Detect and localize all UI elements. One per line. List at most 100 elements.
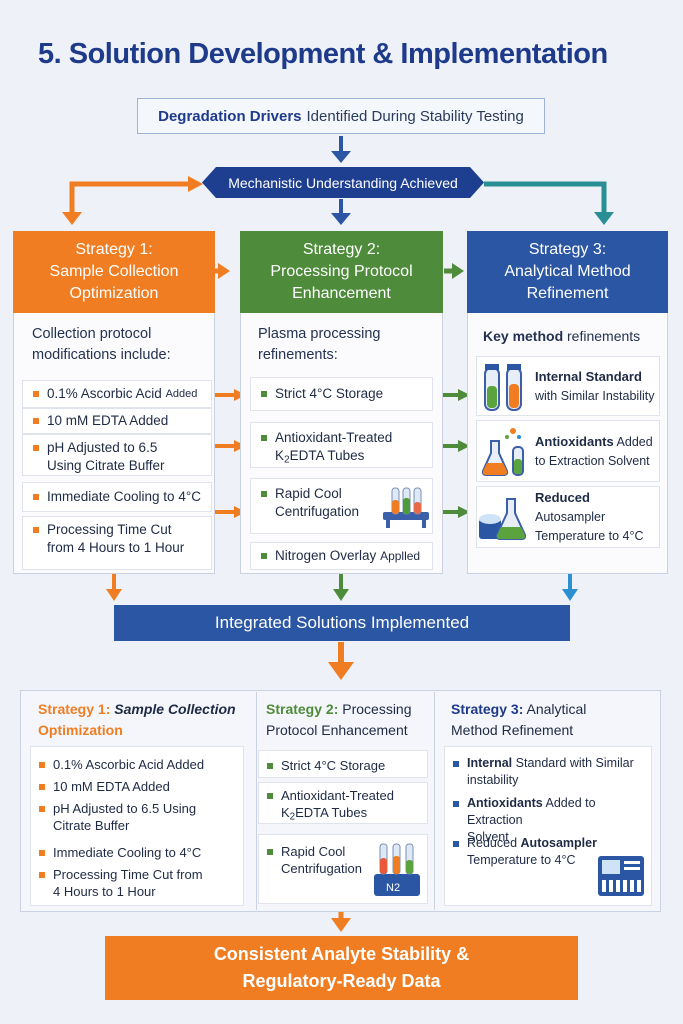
- bullet-icon: [33, 494, 39, 500]
- mechanistic-banner: Mechanistic Understanding Achieved: [202, 167, 484, 198]
- item-text: Antioxidant-Treated: [275, 430, 393, 445]
- strategy3-intro: Key method refinements: [483, 326, 663, 347]
- item-text-k: K: [281, 805, 290, 820]
- strategy3-intro-bold: Key method: [483, 328, 564, 344]
- sample-vials-icon: [484, 364, 522, 411]
- strategy1-item: 0.1% Ascorbic Acid Added: [22, 380, 212, 408]
- bullet-icon: [39, 806, 45, 812]
- bullet-icon: [261, 491, 267, 497]
- heading-a: Strategy 3:: [451, 701, 524, 717]
- strategy2-heading: Strategy 2: Processing Protocol Enhancem…: [240, 231, 443, 313]
- summary-item: 0.1% Ascorbic Acid Added: [39, 756, 243, 778]
- bullet-icon: [39, 762, 45, 768]
- item-text-sub: 2: [289, 811, 296, 823]
- item-text-line2: Centrifugation: [275, 504, 360, 519]
- item-text: Rapid Cool: [275, 486, 342, 501]
- summary-item: Processing Time Cut from 4 Hours to 1 Hou…: [39, 866, 243, 900]
- item-text: Added to Extraction: [467, 796, 596, 827]
- test-tube-rack-icon: [383, 487, 429, 528]
- item-text: with Similar Instability: [535, 388, 655, 403]
- item-text-line2: Solvent: [467, 830, 509, 844]
- strategy3-item: Antioxidants Added to Extraction Solvent: [476, 420, 660, 482]
- item-text: Processing Time Cut from: [53, 867, 203, 882]
- summary-item: Immediate Cooling to 4°C: [39, 844, 243, 866]
- item-tail: Added: [616, 434, 653, 449]
- item-text: 10 mM EDTA Added: [53, 779, 170, 794]
- strategy3-heading-line1: Strategy 3:: [528, 241, 607, 258]
- strategy1-heading-line1: Strategy 1:: [75, 241, 153, 258]
- strategy3-heading-line3: Refinement: [526, 285, 609, 302]
- bullet-icon: [453, 761, 459, 767]
- strategy1-heading-line2: Sample Collection: [49, 263, 179, 280]
- bullet-icon: [39, 784, 45, 790]
- item-bold: Autosampler: [520, 836, 597, 850]
- heading-a: Strategy 2:: [266, 701, 339, 717]
- item-text-line2: EDTA Tubes: [295, 805, 368, 820]
- summary-divider: [434, 692, 435, 910]
- summary-divider: [256, 692, 257, 910]
- autosampler-icon: [598, 856, 644, 896]
- strategy3-heading-line2: Analytical Method: [504, 263, 631, 280]
- strategy3-intro-rest: refinements: [567, 328, 641, 344]
- item-bold: Internal: [467, 756, 513, 770]
- bullet-icon: [453, 801, 459, 807]
- bullet-icon: [33, 391, 39, 397]
- item-text: 0.1% Ascorbic Acid: [47, 386, 162, 401]
- page-title: 5. Solution Development & Implementation: [38, 38, 608, 70]
- bullet-icon: [39, 872, 45, 878]
- strategy3-heading: Strategy 3: Analytical Method Refinement: [467, 231, 668, 313]
- nitrogen-tubes-icon: N2: [374, 843, 420, 896]
- item-bold: Antioxidants: [535, 433, 614, 449]
- strategy3-item: Reduced Autosampler Temperature to 4°C: [476, 486, 660, 548]
- integrated-solutions-banner: Integrated Solutions Implemented: [114, 605, 570, 641]
- strategy2-item: Strict 4°C Storage: [250, 377, 433, 411]
- item-text: Processing Time Cut: [47, 522, 172, 537]
- strategy1-heading: Strategy 1: Sample Collection Optimizati…: [13, 231, 215, 313]
- bullet-icon: [453, 841, 459, 847]
- item-text-line2: instability: [467, 773, 519, 787]
- strategy1-intro-line2: modifications include:: [32, 347, 171, 363]
- bullet-icon: [33, 527, 39, 533]
- final-line1: Consistent Analyte Stability &: [213, 944, 470, 964]
- item-text-line2: Using Citrate Buffer: [47, 458, 165, 473]
- item-text: Nitrogen Overlay: [275, 548, 377, 563]
- strategy2-heading-line2: Processing Protocol: [270, 263, 413, 280]
- bullet-icon: [267, 849, 273, 855]
- strategy1-intro: Collection protocol modifications includ…: [32, 324, 212, 366]
- bullet-icon: [261, 435, 267, 441]
- degradation-drivers-box: Degradation Drivers Identified During St…: [137, 98, 545, 134]
- strategy3-item: Internal Standard with Similar Instabili…: [476, 356, 660, 416]
- strategy2-heading-line1: Strategy 2:: [302, 241, 381, 258]
- item-text-line2: Citrate Buffer: [53, 818, 130, 833]
- bullet-icon: [33, 445, 39, 451]
- item-text-line2: 4 Hours to 1 Hour: [53, 884, 156, 899]
- drivers-text: Identified During Stability Testing: [306, 107, 524, 125]
- item-text-k: K: [275, 448, 285, 463]
- item-text-line2: EDTA Tubes: [289, 448, 365, 463]
- heading-c: Method Refinement: [451, 722, 574, 738]
- heading-b: Processing: [342, 701, 412, 717]
- item-text: Standard with Similar: [515, 756, 634, 770]
- bullet-icon: [261, 391, 267, 397]
- item-tail: Applled: [380, 549, 421, 563]
- item-text: Temperature to 4°C: [535, 529, 644, 543]
- strategy1-heading-line3: Optimization: [69, 285, 159, 302]
- final-line2: Regulatory-Ready Data: [242, 971, 441, 991]
- summary-s1-list: 0.1% Ascorbic Acid Added 10 mM EDTA Adde…: [30, 746, 244, 906]
- strategy1-item: 10 mM EDTA Added: [22, 408, 212, 434]
- heading-c: Optimization: [38, 722, 123, 738]
- strategy2-heading-line3: Enhancement: [292, 285, 391, 302]
- final-outcome-box: Consistent Analyte Stability & Regulator…: [105, 936, 578, 1000]
- flask-icon: [481, 428, 524, 476]
- bullet-icon: [267, 763, 273, 769]
- bullet-icon: [39, 850, 45, 856]
- bullet-icon: [33, 418, 39, 424]
- strategy2-intro-line2: refinements:: [258, 347, 338, 363]
- bullet-icon: [261, 553, 267, 559]
- item-bold: Reduced: [535, 490, 590, 505]
- item-text: Strict 4°C Storage: [275, 386, 384, 401]
